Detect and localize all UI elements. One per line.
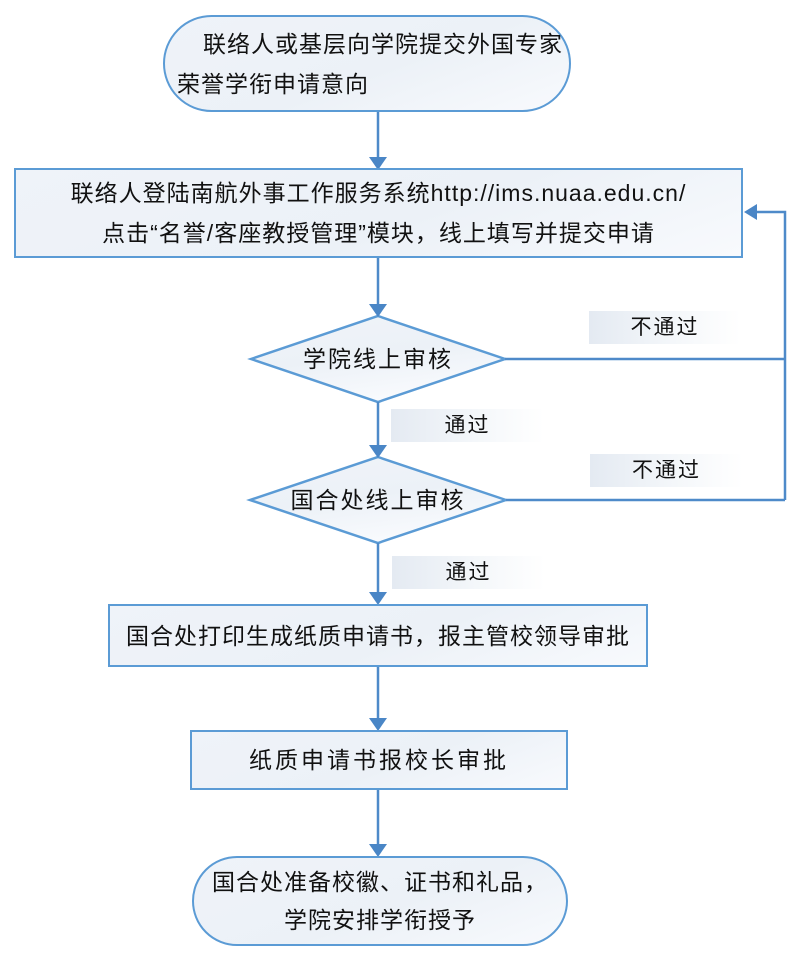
decision-label-intl-office-review: 国合处线上审核 <box>290 487 466 513</box>
arrowhead-down-icon <box>369 718 387 731</box>
edge-label-college-pass: 通过 <box>391 409 544 442</box>
arrowhead-down-icon <box>369 844 387 857</box>
arrowhead-down-icon <box>369 592 387 605</box>
flow-node-start: 联络人或基层向学院提交外国专家 荣誉学衔申请意向 <box>163 15 571 112</box>
node-text-line: 国合处准备校徽、证书和礼品， <box>212 869 548 895</box>
node-text-line: 联络人登陆南航外事工作服务系统http://ims.nuaa.edu.cn/ <box>70 180 687 206</box>
edge-label-intl-fail: 不通过 <box>590 454 743 487</box>
arrowhead-down-icon <box>369 157 387 170</box>
edge-label-college-fail: 不通过 <box>589 311 741 344</box>
node-text-line: 点击“名誉/客座教授管理”模块，线上填写并提交申请 <box>102 220 655 246</box>
node-text-line: 纸质申请书报校长审批 <box>249 747 509 773</box>
arrowhead-down-icon <box>369 445 387 458</box>
flow-node-end: 国合处准备校徽、证书和礼品， 学院安排学衔授予 <box>192 856 568 946</box>
connector-feedback-return <box>757 210 787 500</box>
arrowhead-left-icon <box>744 204 757 220</box>
decision-label-college-review: 学院线上审核 <box>303 346 453 372</box>
node-text-line: 荣誉学衔申请意向 <box>177 70 369 97</box>
node-text-line: 联络人或基层向学院提交外国专家 <box>203 30 563 57</box>
arrowhead-down-icon <box>369 304 387 317</box>
edge-label-intl-pass: 通过 <box>392 556 545 589</box>
flow-node-president-approve: 纸质申请书报校长审批 <box>190 730 568 790</box>
flow-node-print-approve: 国合处打印生成纸质申请书，报主管校领导审批 <box>108 604 648 667</box>
flow-node-online-apply: 联络人登陆南航外事工作服务系统http://ims.nuaa.edu.cn/ 点… <box>14 168 743 258</box>
node-text-line: 国合处打印生成纸质申请书，报主管校领导审批 <box>126 622 630 649</box>
node-text-line: 学院安排学衔授予 <box>284 907 476 933</box>
